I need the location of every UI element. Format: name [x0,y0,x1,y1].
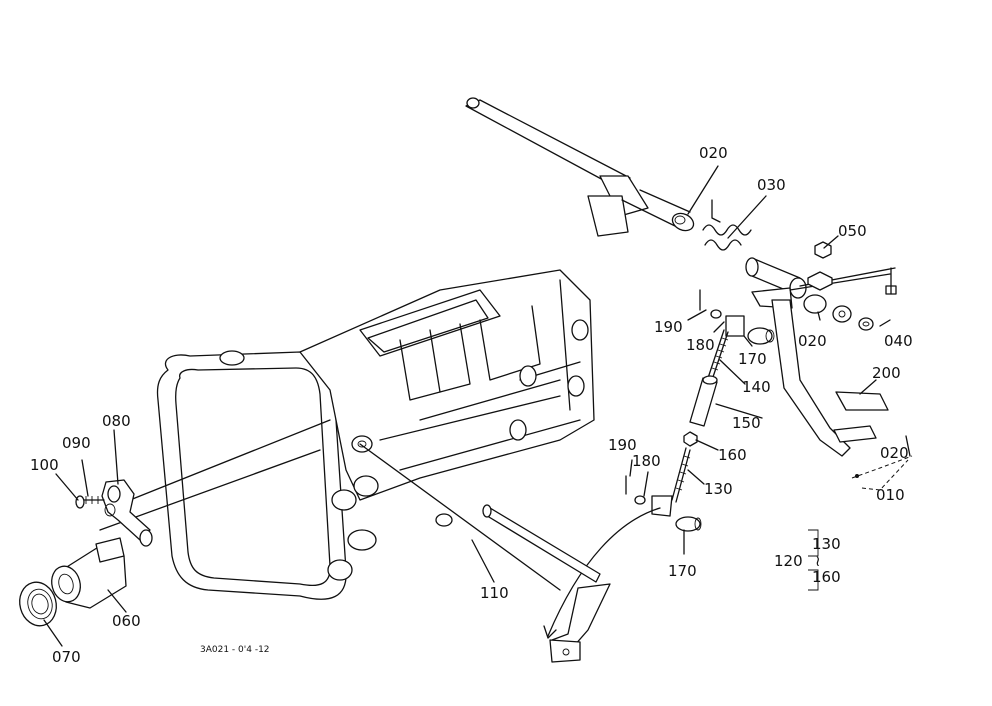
label-030: 030 [757,176,786,194]
label-180-upper: 180 [686,336,715,354]
label-080: 080 [102,412,131,430]
bushing-020-right [803,294,874,331]
drawing-code: 3A021 - 0'4 -12 [200,645,270,655]
bushing-020-top [671,212,695,232]
label-090: 090 [62,434,91,452]
rod-140 [707,329,729,381]
label-120: 120 [774,552,803,570]
bolt-040 [885,267,897,295]
release-fork-080 [101,479,153,547]
label-150: 150 [732,414,761,432]
turnbuckle-150 [689,375,718,427]
label-040: 040 [884,332,913,350]
return-spring-030 [702,199,752,251]
label-110: 110 [480,584,509,602]
pedal-boss [745,257,896,309]
label-200: 200 [872,364,901,382]
release-shaft-110 [359,443,611,663]
clutch-shaft [465,97,691,237]
label-120-range-top: 130 [812,535,841,553]
nut-050 [807,241,833,291]
link-curve [543,507,661,639]
label-170-lower: 170 [668,562,697,580]
label-120-range-bottom: 160 [812,568,841,586]
label-190-upper: 190 [654,318,683,336]
transmission-housing [99,269,595,600]
part-labels: 020 030 050 190 180 170 020 040 140 200 … [30,144,913,666]
label-100: 100 [30,456,59,474]
release-bearing-070 [19,581,57,627]
leader-lines [43,165,913,647]
label-190-lower: 190 [608,436,637,454]
bolt-090 [75,495,105,509]
label-130: 130 [704,480,733,498]
clutch-pedal-arm [771,299,889,478]
label-170-upper: 170 [738,350,767,368]
label-050: 050 [838,222,867,240]
label-120-range-sep: ≀ [815,552,821,570]
nut-160 [683,431,698,447]
rod-130 [671,447,691,503]
label-180-lower: 180 [632,452,661,470]
label-010: 010 [876,486,905,504]
label-020-right: 020 [798,332,827,350]
label-070: 070 [52,648,81,666]
label-060: 060 [112,612,141,630]
label-020-top: 020 [699,144,728,162]
label-020-bottom: 020 [880,444,909,462]
release-hub-060 [51,537,127,609]
clevis-lower [625,475,702,532]
label-160: 160 [718,446,747,464]
label-140: 140 [742,378,771,396]
